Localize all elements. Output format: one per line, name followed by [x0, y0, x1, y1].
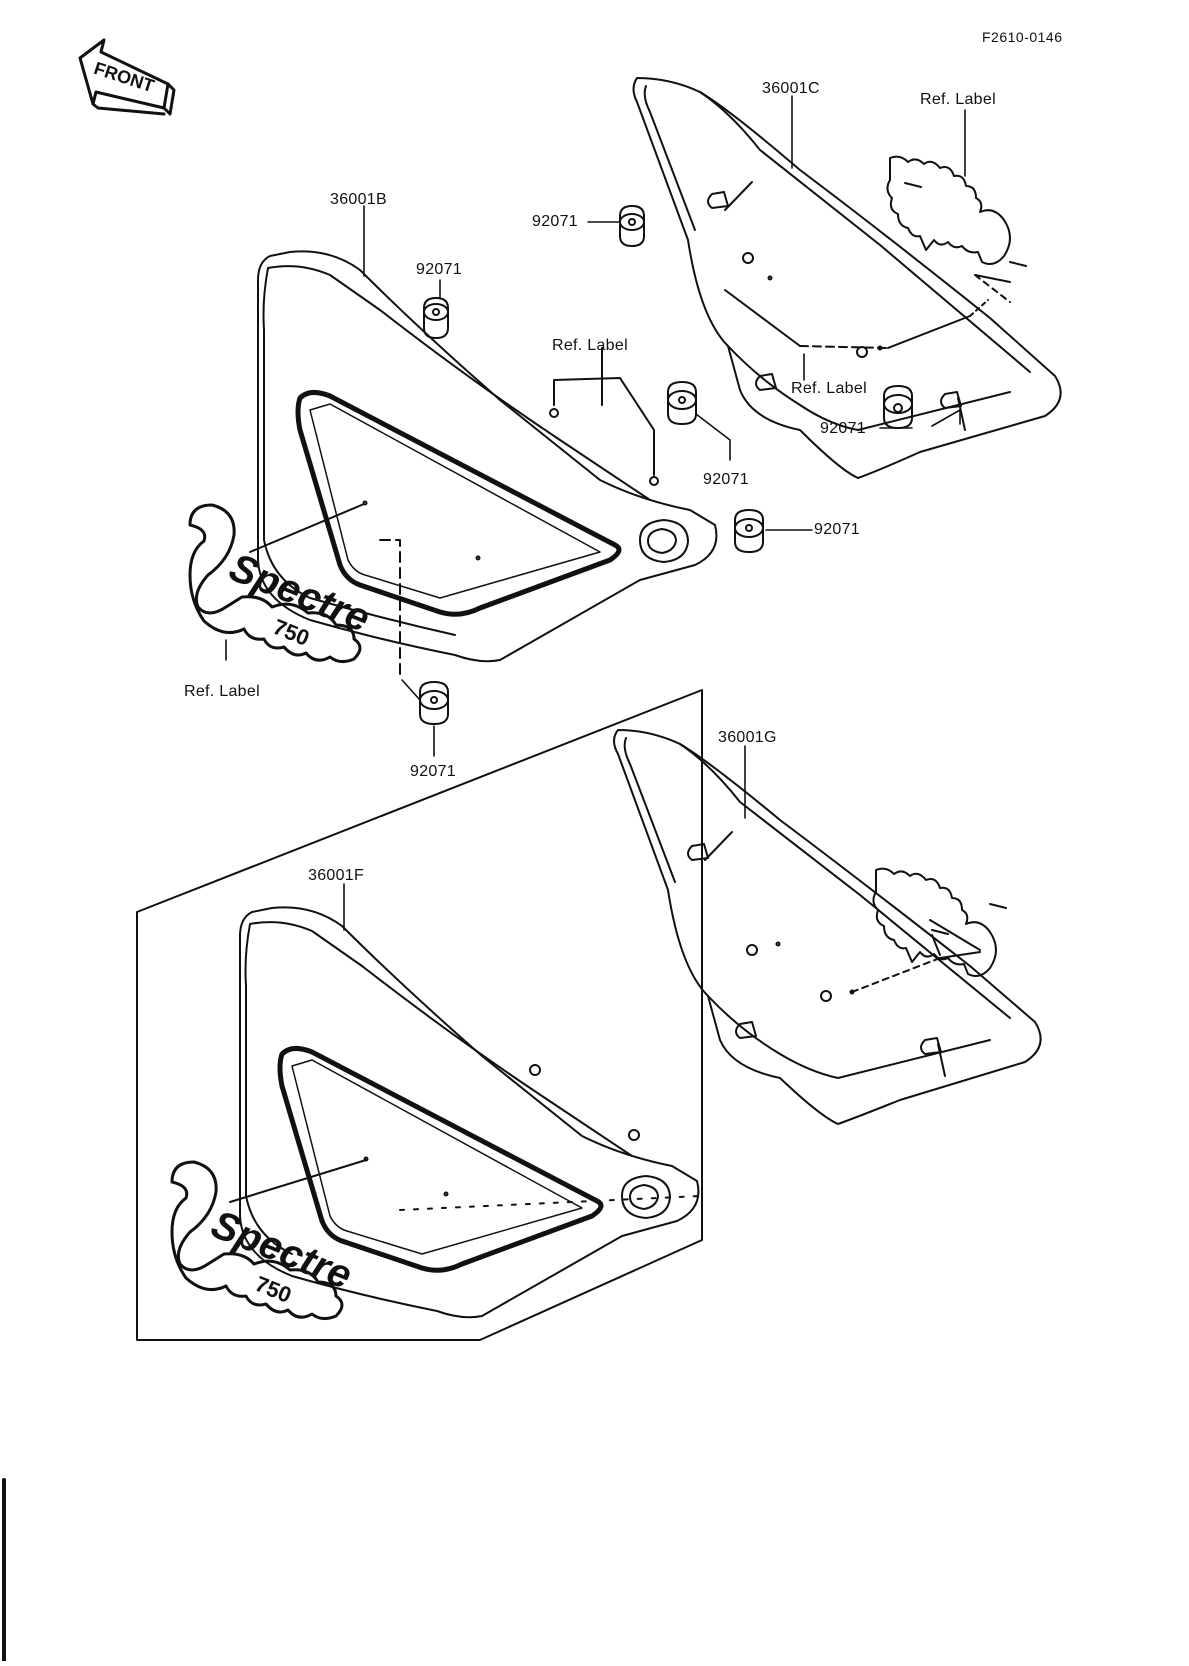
front-arrow-icon: FRONT: [78, 38, 176, 116]
grommet-label-4: 92071: [703, 471, 749, 488]
grommet-icon: [619, 205, 645, 247]
side-cover-36001c: [632, 77, 1062, 479]
emblem-left-lower: Spectre 750: [170, 1160, 358, 1321]
emblem-right-lower: [872, 867, 1007, 977]
grommet-label-5: 92071: [814, 521, 860, 538]
part-label-36001c: 36001C: [762, 80, 820, 97]
figure-code: F2610-0146: [982, 29, 1063, 45]
grommet-icon: [423, 297, 449, 339]
ref-label-upper-right: Ref. Label: [920, 91, 996, 108]
ref-label-leader-upper-left: [549, 347, 659, 486]
grommet-icon: [667, 381, 697, 425]
side-cover-36001g: [613, 729, 1042, 1125]
ref-label-emblem: Ref. Label: [184, 683, 260, 700]
leader-lines-lower: [343, 745, 746, 931]
part-label-36001g: 36001G: [718, 729, 777, 746]
ref-label-upper-right-inner: Ref. Label: [791, 380, 867, 397]
grommet-label-1: 92071: [532, 213, 578, 230]
ref-label-upper-left: Ref. Label: [552, 337, 628, 354]
side-cover-36001f: [229, 906, 701, 1319]
part-label-36001b: 36001B: [330, 191, 387, 208]
grommet-icon: [419, 681, 449, 725]
kit-boundary: [136, 689, 703, 1341]
grommet-icon: [734, 509, 764, 553]
grommet-label-2: 92071: [416, 261, 462, 278]
grommet-label-3: 92071: [820, 420, 866, 437]
leader-lines-upper: [225, 95, 966, 757]
emblem-left-upper: Spectre 750: [188, 503, 376, 664]
emblem-right-upper: [886, 155, 1027, 303]
grommet-icon: [883, 385, 913, 429]
part-label-36001f: 36001F: [308, 867, 365, 884]
grommet-label-6: 92071: [410, 763, 456, 780]
side-cover-36001b: [249, 250, 718, 681]
